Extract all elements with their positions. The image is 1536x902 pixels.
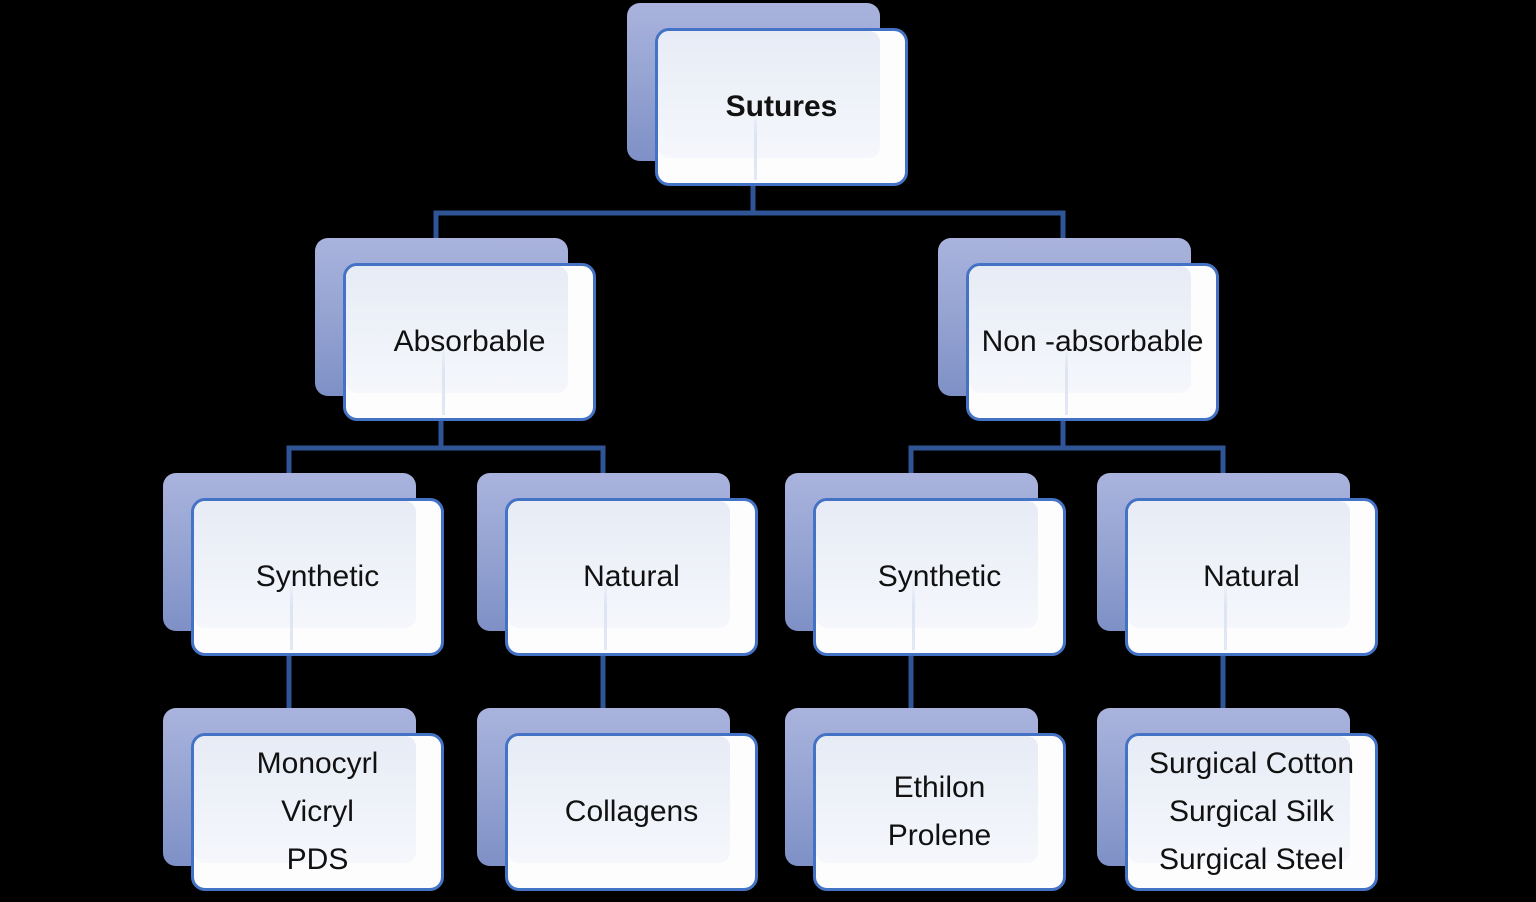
connector-showthrough-line <box>442 342 445 415</box>
node-non-absorbable: Non -absorbable <box>938 238 1219 421</box>
node-card: Ethilon Prolene <box>813 733 1066 891</box>
node-label-non-absorbable-natural-examples: Surgical Cotton Surgical Silk Surgical S… <box>1128 736 1375 888</box>
connector-showthrough-line <box>604 577 607 650</box>
card-tint-overlay <box>816 736 1038 863</box>
node-card: Collagens <box>505 733 758 891</box>
label-line: Natural <box>1203 560 1300 593</box>
label-line: Sutures <box>725 90 838 123</box>
node-sutures: Sutures <box>627 3 908 186</box>
node-label-absorbable-synthetic: Synthetic <box>194 501 441 653</box>
connector-showthrough-line <box>290 577 293 650</box>
card-tint-overlay <box>969 266 1191 393</box>
node-label-sutures: Sutures <box>658 31 905 183</box>
label-line: Surgical Silk <box>1168 795 1335 828</box>
card-tint-overlay <box>816 501 1038 628</box>
card-tint-overlay <box>1128 501 1350 628</box>
node-card: Sutures <box>655 28 908 186</box>
card-tint-overlay <box>508 501 730 628</box>
label-line: Absorbable <box>393 325 546 358</box>
connector-showthrough-line <box>912 577 915 650</box>
connector-showthrough-line <box>1224 577 1227 650</box>
card-tint-overlay <box>194 501 416 628</box>
connector-root-branch <box>433 184 1066 244</box>
node-non-absorbable-natural-examples: Surgical Cotton Surgical Silk Surgical S… <box>1097 708 1378 891</box>
node-label-non-absorbable-natural: Natural <box>1128 501 1375 653</box>
node-non-absorbable-synthetic-examples: Ethilon Prolene <box>785 708 1066 891</box>
label-line: Collagens <box>564 795 699 828</box>
node-absorbable: Absorbable <box>315 238 596 421</box>
connector-non-absorbable-branch <box>908 418 1226 479</box>
card-tint-overlay <box>508 736 730 863</box>
node-label-absorbable-natural: Natural <box>508 501 755 653</box>
label-line: Surgical Cotton <box>1148 747 1355 780</box>
node-card: Natural <box>1125 498 1378 656</box>
label-line: Surgical Steel <box>1158 843 1345 876</box>
node-non-absorbable-synthetic: Synthetic <box>785 473 1066 656</box>
card-tint-overlay <box>194 736 416 863</box>
label-line: Natural <box>583 560 680 593</box>
node-label-non-absorbable-synthetic-examples: Ethilon Prolene <box>816 736 1063 888</box>
node-absorbable-natural-examples: Collagens <box>477 708 758 891</box>
card-tint-overlay <box>346 266 568 393</box>
node-label-absorbable-natural-examples: Collagens <box>508 736 755 888</box>
node-card: Natural <box>505 498 758 656</box>
connector-showthrough-line <box>1065 342 1068 415</box>
connector-absorbable-branch <box>286 418 606 479</box>
node-non-absorbable-natural: Natural <box>1097 473 1378 656</box>
node-card: Synthetic <box>191 498 444 656</box>
label-line: Synthetic <box>255 560 380 593</box>
node-label-absorbable-synthetic-examples: Monocyrl Vicryl PDS <box>194 736 441 888</box>
node-card: Monocyrl Vicryl PDS <box>191 733 444 891</box>
label-line: PDS <box>286 843 349 876</box>
node-card: Surgical Cotton Surgical Silk Surgical S… <box>1125 733 1378 891</box>
label-line: Synthetic <box>877 560 1002 593</box>
node-absorbable-synthetic-examples: Monocyrl Vicryl PDS <box>163 708 444 891</box>
label-line: Ethilon <box>893 771 986 804</box>
node-card: Synthetic <box>813 498 1066 656</box>
label-line: Non -absorbable <box>981 325 1204 358</box>
card-tint-overlay <box>658 31 880 158</box>
node-label-non-absorbable: Non -absorbable <box>969 266 1216 418</box>
node-absorbable-natural: Natural <box>477 473 758 656</box>
label-line: Prolene <box>887 819 992 852</box>
label-line: Monocyrl <box>256 747 379 780</box>
node-label-non-absorbable-synthetic: Synthetic <box>816 501 1063 653</box>
label-line: Vicryl <box>281 795 354 828</box>
node-card: Absorbable <box>343 263 596 421</box>
connector-leaf-links <box>286 652 1226 714</box>
node-absorbable-synthetic: Synthetic <box>163 473 444 656</box>
connector-showthrough-line <box>754 107 757 180</box>
node-card: Non -absorbable <box>966 263 1219 421</box>
node-label-absorbable: Absorbable <box>346 266 593 418</box>
card-tint-overlay <box>1128 736 1350 863</box>
